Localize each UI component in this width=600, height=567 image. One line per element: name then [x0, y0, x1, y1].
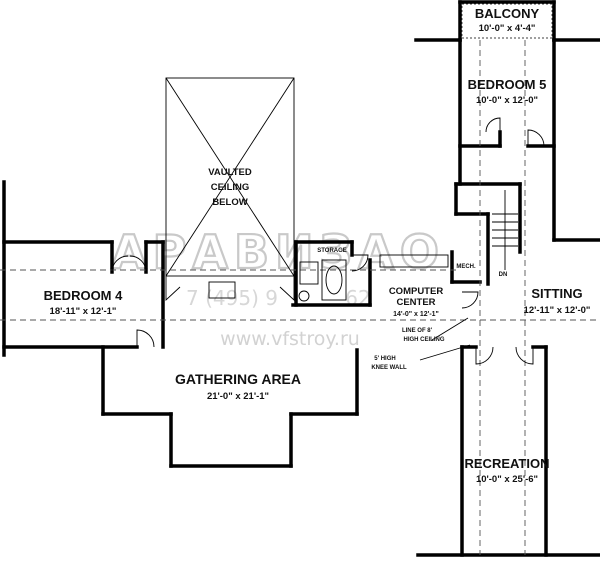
bedroom-5-label: BEDROOM 5: [468, 77, 547, 92]
vaulted-line-3: BELOW: [212, 197, 247, 208]
bedroom-5-dims: 10'-0" x 12'-0": [476, 95, 538, 106]
gathering-area-label: GATHERING AREA: [175, 371, 301, 387]
recreation-label: RECREATION: [465, 456, 550, 471]
sitting-label: Sitting: [531, 286, 582, 301]
mech-label: MECH.: [456, 264, 476, 270]
bedroom-4-label: BEDROOM 4: [44, 288, 124, 303]
sitting-dims: 12'-11" x 12'-0": [524, 305, 591, 316]
recreation-dims: 10'-0" x 25'-6": [476, 474, 538, 485]
bedroom-4-dims: 18'-11" x 12'-1": [50, 306, 117, 317]
balcony-rail: [461, 3, 553, 39]
watermark-logo: АРАВИЗАО: [111, 225, 445, 279]
computer-center-dims: 14'-0" x 12'-1": [393, 311, 439, 318]
watermark-url: www.vfstroy.ru: [220, 328, 360, 350]
doors: [111, 117, 545, 365]
balcony-label: BALCONY: [475, 6, 540, 21]
watermark: АРАВИЗАО 7 (495) 9 62 www.vfstroy.ru: [110, 224, 445, 350]
interior-lines: [0, 40, 600, 555]
storage-label: STORAGE: [317, 248, 347, 254]
computer-center-line-1: COMPUTER: [389, 286, 444, 297]
room-labels: BALCONY 10'-0" x 4'-4" BEDROOM 5 10'-0" …: [44, 6, 591, 485]
balcony-dims: 10'-0" x 4'-4": [479, 23, 536, 34]
vaulted-line-1: VAULTED: [208, 167, 252, 178]
knee-wall-note-2: KNEE WALL: [371, 365, 407, 371]
knee-wall-note-1: 5' HIGH: [374, 356, 395, 362]
stair-down-label: DN: [499, 272, 508, 278]
ceiling-line-note-1: LINE OF 8': [402, 328, 433, 334]
computer-center-line-2: CENTER: [396, 297, 435, 308]
ceiling-line-note-2: HIGH CEILING: [403, 337, 444, 343]
plan-notes: STORAGE MECH. DN LINE OF 8' HIGH CEILING…: [317, 248, 507, 371]
vaulted-line-2: CEILING: [211, 182, 250, 193]
gathering-area-dims: 21'-0" x 21'-1": [207, 391, 269, 402]
